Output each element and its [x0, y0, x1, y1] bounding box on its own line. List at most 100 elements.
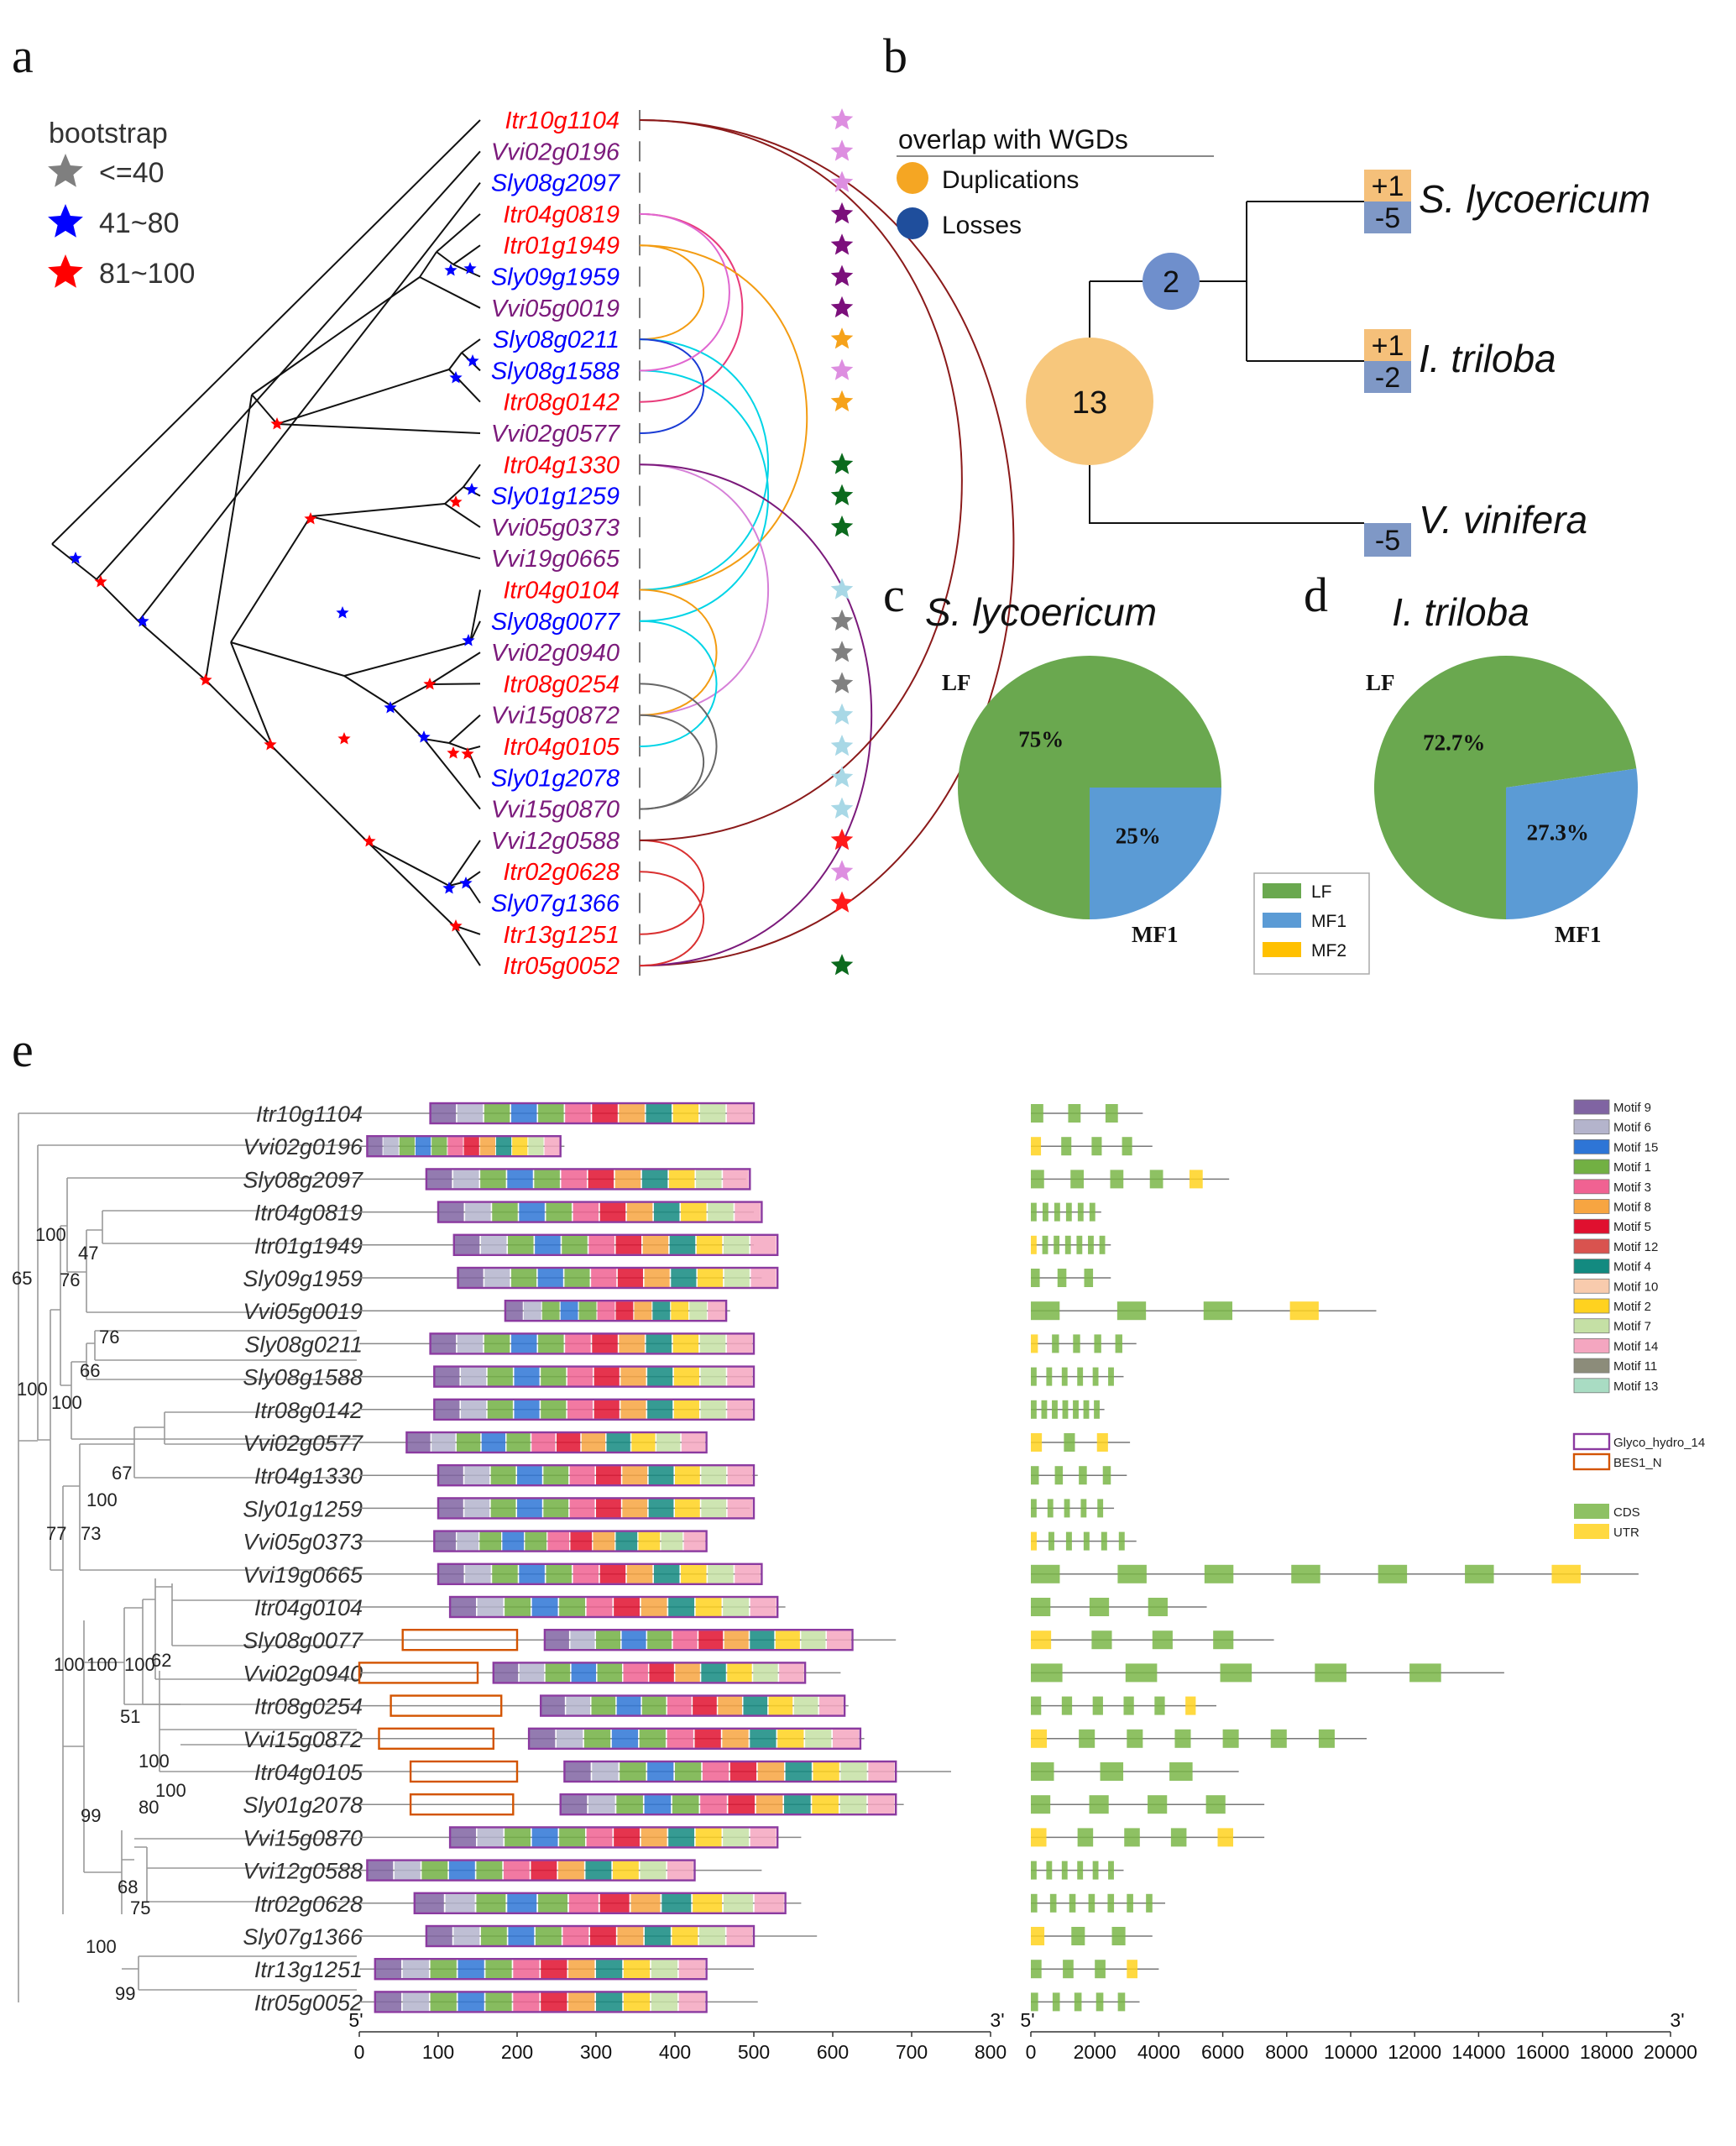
exon-block [1064, 1235, 1071, 1254]
motif-block [675, 1762, 702, 1781]
tree-branch [448, 369, 481, 403]
duplications-dot [897, 162, 928, 194]
bes1-domain-box [378, 1727, 495, 1751]
glyco-domain-box [366, 1859, 696, 1882]
category-star-icon [830, 766, 854, 788]
motif-block [801, 1630, 826, 1650]
gene-label: Itr04g0105 [503, 734, 620, 761]
exon-block [1174, 1729, 1191, 1748]
tree-branch [469, 589, 481, 643]
tree-branch [465, 871, 481, 882]
bes1-domain-box [409, 1793, 515, 1816]
motif-block [667, 1729, 693, 1748]
gene-label: Vvi12g0588 [491, 828, 620, 855]
exon-block [1149, 1170, 1163, 1189]
motif-block [669, 1235, 696, 1254]
tree-branch [448, 840, 481, 887]
motif-block [722, 1729, 749, 1748]
motif-block [541, 1301, 560, 1321]
synteny-link [639, 463, 872, 967]
motif-block [463, 1137, 479, 1156]
motif-block [402, 1960, 429, 1979]
motif-block [672, 1104, 699, 1123]
exon-block [1031, 1170, 1044, 1189]
motif-block [592, 1762, 619, 1781]
node-star-icon [442, 882, 456, 894]
motif-block [728, 1795, 756, 1814]
motif-block [538, 1104, 564, 1123]
exon-block [1189, 1170, 1203, 1189]
exon-block [1031, 1630, 1052, 1650]
category-star-icon [830, 891, 854, 913]
motif-block [593, 1400, 620, 1419]
motif-legend-swatch [1573, 1259, 1610, 1274]
motif-block [447, 1137, 463, 1156]
motif-block [615, 1531, 638, 1551]
tree-branch [444, 503, 481, 528]
tree-branch [276, 423, 481, 434]
motif-block [430, 1334, 457, 1353]
motif-block [621, 1630, 646, 1650]
glyco-domain-box [527, 1727, 862, 1751]
exon-block [1094, 1334, 1101, 1353]
motif-block [367, 1861, 394, 1880]
motif-bars [358, 1102, 951, 2013]
exon-block [1063, 1960, 1074, 1979]
motif-block [588, 1795, 615, 1814]
motif-gene-name: Itr08g0254 [254, 1694, 363, 1719]
motif-block [544, 1137, 560, 1156]
motif-block [634, 1301, 652, 1321]
exon-block [1070, 1170, 1084, 1189]
motif-block [599, 1564, 626, 1583]
gene-axis-tick-label: 18000 [1580, 2041, 1634, 2063]
motif-block [430, 1992, 457, 2012]
exon-block [1031, 1927, 1045, 1945]
protein-axis-left-label: 5' [348, 2009, 363, 2031]
bootstrap-value: 65 [12, 1268, 32, 1289]
pie-slice [1373, 656, 1637, 919]
motif-block [599, 1893, 630, 1913]
duplications-label: Duplications [942, 166, 1079, 194]
tree-branch [390, 683, 431, 706]
motif-block [756, 1795, 783, 1814]
exon-block [1031, 1893, 1038, 1913]
exon-block [1079, 1466, 1087, 1485]
motif-block [644, 1269, 670, 1287]
motif-block [525, 1531, 547, 1551]
bootstrap-value: 100 [17, 1379, 48, 1400]
motif-block [646, 1104, 672, 1123]
exon-block [1069, 1893, 1076, 1913]
motif-block [517, 1466, 542, 1485]
motif-block [458, 1992, 484, 2012]
glyco-domain-box [437, 1463, 756, 1487]
exon-block [1108, 1367, 1114, 1386]
exon-block [1031, 1960, 1042, 1979]
motif-gene-name: Sly07g1366 [243, 1924, 363, 1950]
motif-block [476, 1861, 503, 1880]
losses-label: Losses [942, 212, 1022, 239]
motif-block [544, 1630, 569, 1650]
bootstrap-value: 100 [51, 1392, 82, 1413]
gene-label: Vvi15g0870 [491, 797, 620, 824]
motif-block [453, 1170, 479, 1189]
motif-block [699, 1334, 726, 1353]
exon-block [1409, 1663, 1441, 1683]
motif-block [581, 1433, 606, 1452]
exon-block [1047, 1499, 1054, 1518]
motif-block [698, 1269, 724, 1287]
motif-block [592, 1104, 618, 1123]
motif-block [531, 1433, 556, 1452]
gene-axis-tick-label: 2000 [1074, 2041, 1116, 2063]
motif-block [689, 1301, 708, 1321]
motif-block [631, 1433, 656, 1452]
motif-block [560, 1301, 578, 1321]
exon-block [1042, 1235, 1048, 1254]
gene-label: Itr04g1330 [503, 452, 620, 479]
category-star-icon [830, 860, 854, 882]
category-star-icon [830, 828, 854, 851]
exon-block [1031, 1301, 1060, 1321]
motif-block [585, 1861, 612, 1880]
motif-gene-name: Sly01g1259 [243, 1496, 363, 1521]
motif-block [426, 1170, 452, 1189]
motif-block [519, 1663, 545, 1683]
